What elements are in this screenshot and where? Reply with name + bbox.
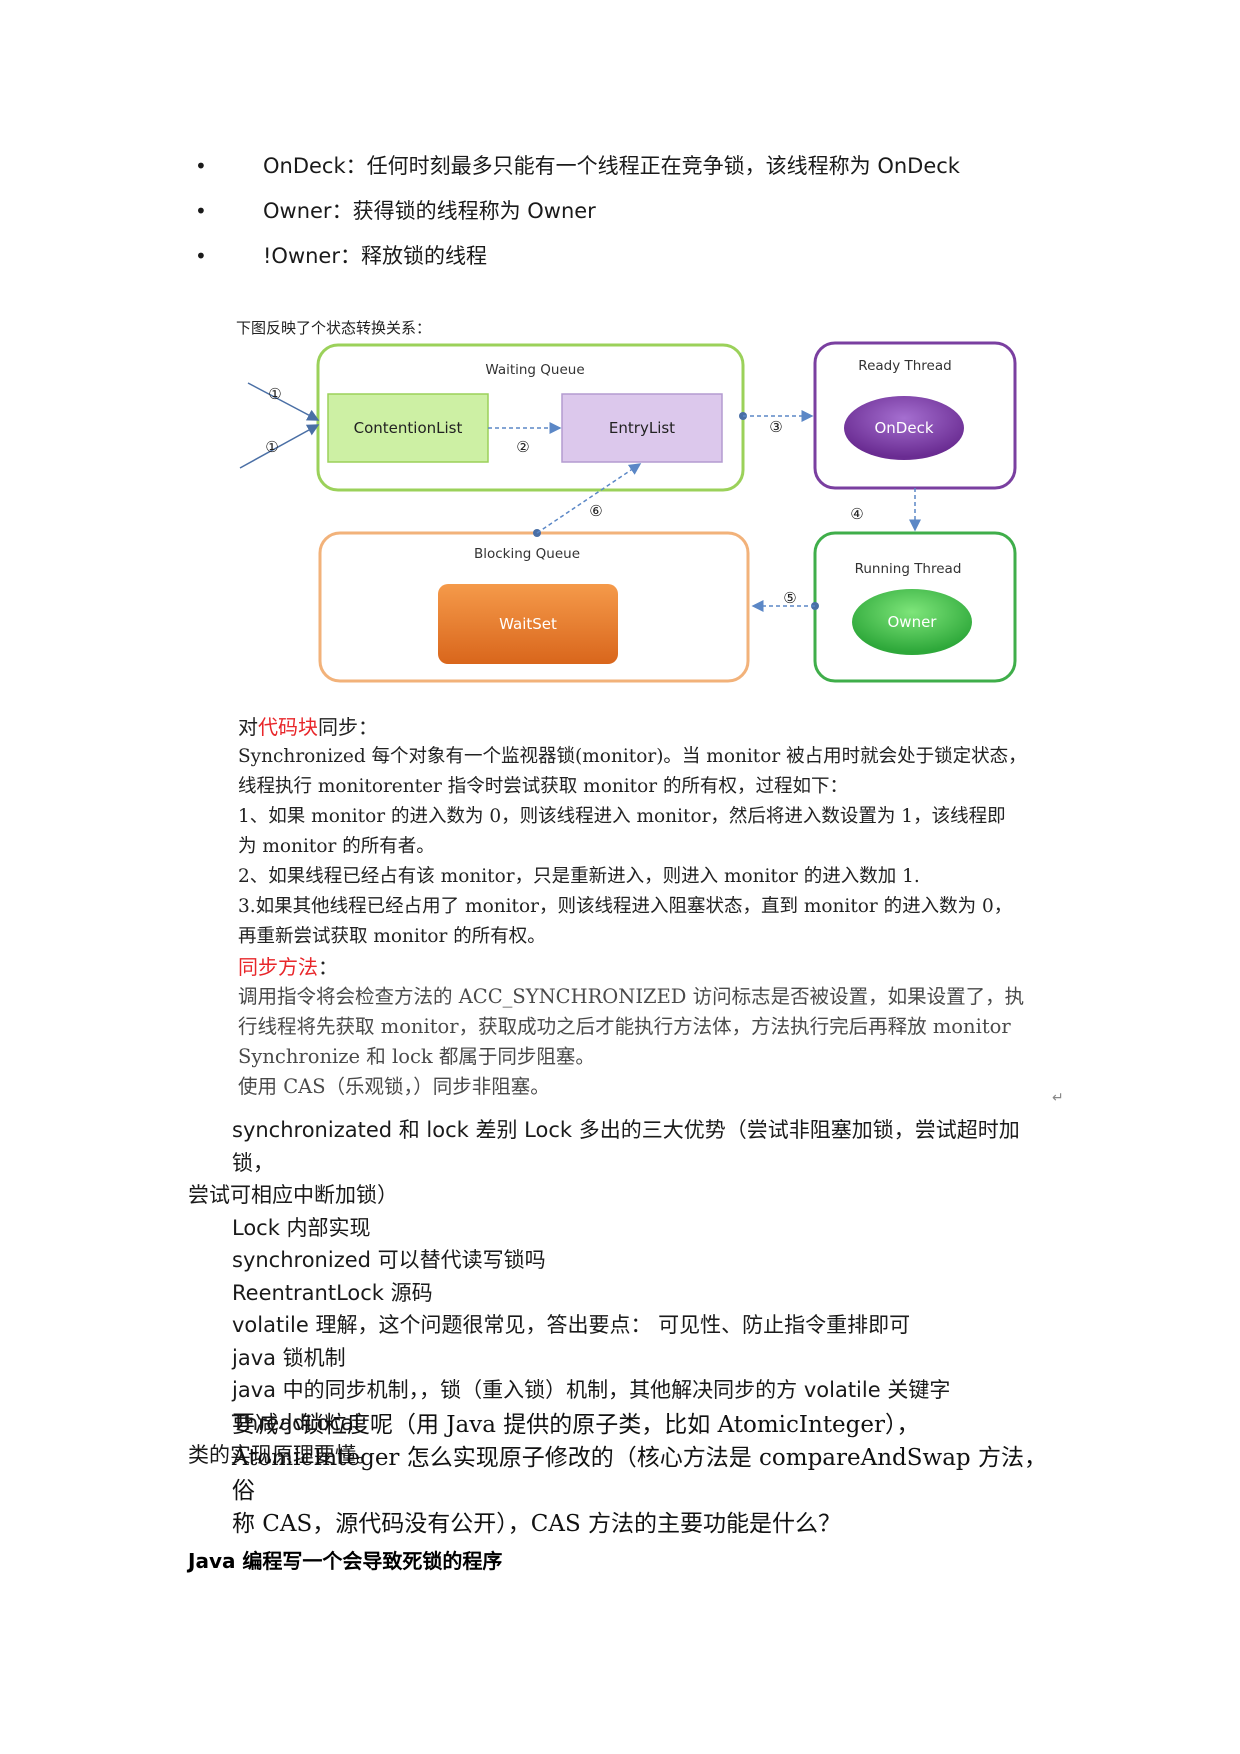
- step-1a-label: ①: [268, 385, 281, 403]
- note-line: synchronized 可以替代读写锁吗: [232, 1248, 546, 1272]
- step-6-label: ⑥: [589, 502, 602, 520]
- bullet-term: !Owner: [263, 244, 340, 268]
- step-1b-label: ①: [265, 438, 278, 456]
- bullet-desc: ：任何时刻最多只能有一个线程正在竞争锁，该线程称为 OnDeck: [345, 154, 960, 178]
- interview-notes: synchronizated 和 lock 差别 Lock 多出的三大优势（尝试…: [188, 1114, 1058, 1472]
- bullet-dot: •: [195, 244, 207, 268]
- entry-list-label: EntryList: [609, 419, 675, 437]
- waiting-queue-label: Waiting Queue: [485, 362, 584, 378]
- question-line: 称 CAS，源代码没有公开），CAS 方法的主要功能是什么？: [232, 1511, 842, 1537]
- method-line: 行线程将先获取 monitor，获取成功之后才能执行方法体，方法执行完后再释放 …: [238, 1015, 1011, 1038]
- note-line: Lock 内部实现: [232, 1215, 371, 1240]
- code-line: 线程执行 monitorenter 指令时尝试获取 monitor 的所有权，过…: [238, 776, 848, 797]
- step-4-label: ④: [850, 505, 863, 523]
- ondeck-node-label: OnDeck: [874, 419, 933, 437]
- code-line: Synchronized 每个对象有一个监视器锁(monitor)。当 moni…: [238, 746, 1027, 767]
- code-line: 为 monitor 的所有者。: [238, 836, 435, 857]
- method-line: 使用 CAS（乐观锁，）同步非阻塞。: [238, 1075, 550, 1098]
- bullet-term: OnDeck: [263, 154, 346, 178]
- waitset-box: [438, 584, 618, 664]
- arrow-6: [536, 463, 642, 534]
- note-line: java 中的同步机制，，锁（重入锁）机制，其他解决同步的方 volatile …: [232, 1378, 951, 1435]
- atomic-question: 要减小锁粒度呢（用 Java 提供的原子类，比如 AtomicInteger），…: [232, 1409, 1062, 1541]
- bullet-desc: ：释放锁的线程: [340, 244, 487, 268]
- diagram-caption: 下图反映了个状态转换关系：: [236, 319, 431, 337]
- code-sync-section: 对代码块同步： Synchronized 每个对象有一个监视器锁(monitor…: [238, 712, 1068, 1102]
- entry-list-box: [561, 393, 723, 463]
- owner-node-label: Owner: [888, 613, 938, 631]
- step-5-label: ⑤: [783, 589, 796, 607]
- enter-mark: ↵: [1052, 1090, 1064, 1106]
- incoming-arrow-1: [247, 382, 320, 421]
- ondeck-node: [844, 396, 964, 460]
- bullet-term: Owner: [263, 199, 332, 223]
- note-line: 类的实现原理要懂。: [188, 1443, 377, 1467]
- note-line: volatile 理解，这个问题很常见，答出要点： 可见性、防止指令重排即可: [232, 1313, 911, 1337]
- note-line: 尝试可相应中断加锁）: [188, 1183, 398, 1207]
- bullet-text: !Owner：释放锁的线程: [263, 241, 487, 271]
- method-line: Synchronize 和 lock 都属于同步阻塞。: [238, 1045, 595, 1068]
- note-line: ReentrantLock 源码: [232, 1280, 433, 1305]
- bullet-text: OnDeck：任何时刻最多只能有一个线程正在竞争锁，该线程称为 OnDeck: [263, 151, 960, 181]
- waitset-label: WaitSet: [499, 615, 557, 633]
- ready-thread-label: Ready Thread: [858, 358, 951, 374]
- step-2-label: ②: [516, 438, 529, 456]
- note-line: java 锁机制: [232, 1345, 346, 1370]
- code-line: 2、如果线程已经占有该 monitor，只是重新进入，则进入 monitor 的…: [238, 866, 920, 887]
- method-line: 调用指令将会检查方法的 ACC_SYNCHRONIZED 访问标志是否被设置，如…: [238, 985, 1025, 1008]
- bullet-desc: ：获得锁的线程称为 Owner: [331, 199, 596, 223]
- code-block-title: 对代码块同步：: [238, 715, 378, 739]
- step-3-label: ③: [769, 418, 782, 436]
- code-line: 1、如果 monitor 的进入数为 0，则该线程进入 monitor，然后将进…: [238, 806, 1006, 827]
- running-thread-label: Running Thread: [855, 561, 962, 577]
- contention-list-label: ContentionList: [354, 419, 463, 437]
- method-sync-title: 同步方法：: [238, 955, 338, 979]
- note-line: synchronizated 和 lock 差别 Lock 多出的三大优势（尝试…: [232, 1118, 1020, 1175]
- contention-list-box: [327, 393, 489, 463]
- code-line: 3.如果其他线程已经占用了 monitor，则该线程进入阻塞状态，直到 moni…: [238, 896, 1013, 917]
- section-heading: Java 编程写一个会导致死锁的程序: [188, 1549, 503, 1573]
- question-line: 要减小锁粒度呢（用 Java 提供的原子类，比如 AtomicInteger），: [232, 1412, 920, 1438]
- state-diagram: 下图反映了个状态转换关系： Waiting Queue ContentionLi…: [236, 319, 1017, 683]
- code-line: 再重新尝试获取 monitor 的所有权。: [238, 926, 546, 947]
- bullet-dot: •: [195, 154, 207, 178]
- owner-node: [852, 589, 972, 655]
- bullet-dot: •: [195, 199, 207, 223]
- bullet-text: Owner：获得锁的线程称为 Owner: [263, 196, 596, 226]
- blocking-queue-label: Blocking Queue: [474, 546, 580, 562]
- question-line: AtomicInteger 怎么实现原子修改的（核心方法是 compareAnd…: [232, 1445, 1047, 1504]
- incoming-arrow-2: [239, 424, 320, 469]
